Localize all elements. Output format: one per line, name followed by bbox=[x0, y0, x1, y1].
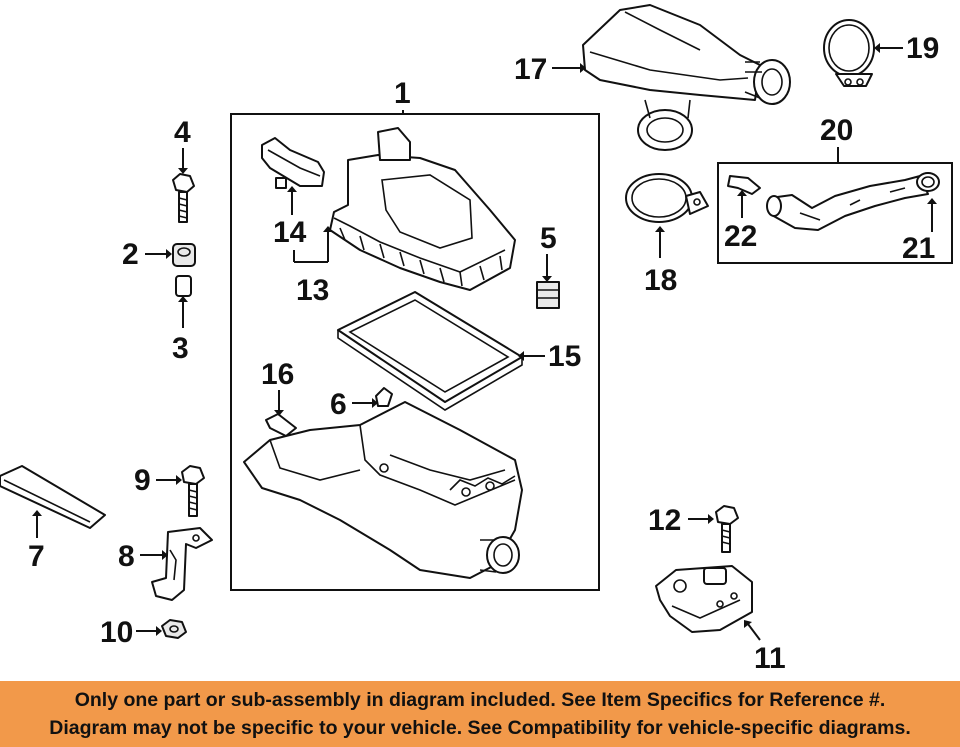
svg-text:1: 1 bbox=[394, 77, 411, 110]
part-8-bracket bbox=[151, 527, 213, 601]
part-12-bolt bbox=[715, 505, 739, 553]
svg-text:10: 10 bbox=[100, 616, 133, 649]
svg-text:8: 8 bbox=[118, 540, 135, 573]
callout-1: 1 bbox=[394, 77, 411, 114]
callout-8: 8 bbox=[118, 540, 168, 573]
part-17-intake-duct bbox=[582, 4, 791, 151]
svg-text:13: 13 bbox=[296, 274, 329, 307]
part-22-sensor bbox=[727, 175, 761, 195]
notice-line-2: Diagram may not be specific to your vehi… bbox=[49, 717, 911, 739]
part-14-mass-airflow-sensor bbox=[261, 137, 325, 189]
notice-banner: Only one part or sub-assembly in diagram… bbox=[0, 681, 960, 747]
part-18-clamp bbox=[625, 173, 709, 223]
callout-15: 15 bbox=[518, 340, 581, 373]
callout-20: 20 bbox=[820, 114, 853, 163]
svg-text:19: 19 bbox=[906, 32, 939, 65]
callout-2: 2 bbox=[122, 238, 172, 271]
svg-text:16: 16 bbox=[261, 358, 294, 391]
callout-10: 10 bbox=[100, 616, 162, 649]
callout-22: 22 bbox=[724, 190, 757, 253]
part-19-clamp bbox=[823, 19, 875, 87]
callout-13: 13 bbox=[293, 226, 333, 307]
svg-text:3: 3 bbox=[172, 332, 189, 365]
callout-14: 14 bbox=[273, 186, 307, 249]
svg-text:11: 11 bbox=[754, 642, 786, 675]
svg-text:22: 22 bbox=[724, 220, 757, 253]
part-20-hose bbox=[766, 175, 929, 231]
svg-text:18: 18 bbox=[644, 264, 677, 297]
part-13-upper-cover bbox=[329, 127, 516, 291]
part-6-clip bbox=[375, 387, 393, 407]
callout-12: 12 bbox=[648, 504, 714, 537]
svg-text:2: 2 bbox=[122, 238, 139, 271]
svg-text:14: 14 bbox=[273, 216, 307, 249]
part-16-bracket bbox=[265, 413, 297, 437]
part-3-collar bbox=[175, 275, 192, 297]
callout-7: 7 bbox=[28, 510, 45, 573]
callout-4: 4 bbox=[174, 116, 191, 174]
svg-text:4: 4 bbox=[174, 116, 191, 149]
part-4-bolt bbox=[172, 173, 195, 223]
callout-16: 16 bbox=[261, 358, 294, 416]
svg-text:6: 6 bbox=[330, 388, 347, 421]
callout-9: 9 bbox=[134, 464, 182, 497]
callout-11: 11 bbox=[744, 620, 786, 675]
svg-text:21: 21 bbox=[902, 232, 935, 265]
part-9-bolt bbox=[181, 465, 205, 517]
part-15-air-filter bbox=[337, 291, 523, 411]
callout-18: 18 bbox=[644, 226, 677, 297]
svg-text:20: 20 bbox=[820, 114, 853, 147]
svg-text:7: 7 bbox=[28, 540, 45, 573]
part-10-nut bbox=[161, 619, 187, 639]
air-cleaner-assembly-frame bbox=[230, 113, 600, 591]
hose-kit-frame bbox=[717, 162, 953, 264]
part-21-clamp bbox=[916, 172, 940, 192]
svg-text:15: 15 bbox=[548, 340, 581, 373]
callout-6: 6 bbox=[330, 388, 378, 421]
svg-text:9: 9 bbox=[134, 464, 151, 497]
callout-17: 17 bbox=[514, 53, 586, 86]
callout-3: 3 bbox=[172, 296, 189, 365]
part-1-lower-housing bbox=[243, 401, 523, 579]
part-11-bracket bbox=[655, 565, 753, 633]
callout-5: 5 bbox=[540, 222, 557, 282]
notice-line-1: Only one part or sub-assembly in diagram… bbox=[74, 689, 886, 711]
part-7-pad bbox=[0, 465, 106, 529]
callout-21: 21 bbox=[902, 198, 937, 265]
parts-diagram: 17 19 18 20 21 bbox=[0, 4, 953, 675]
svg-text:17: 17 bbox=[514, 53, 547, 86]
svg-text:12: 12 bbox=[648, 504, 681, 537]
callout-19: 19 bbox=[874, 32, 939, 65]
part-5-grommet bbox=[536, 281, 560, 309]
part-2-grommet bbox=[172, 243, 196, 267]
svg-text:5: 5 bbox=[540, 222, 557, 255]
